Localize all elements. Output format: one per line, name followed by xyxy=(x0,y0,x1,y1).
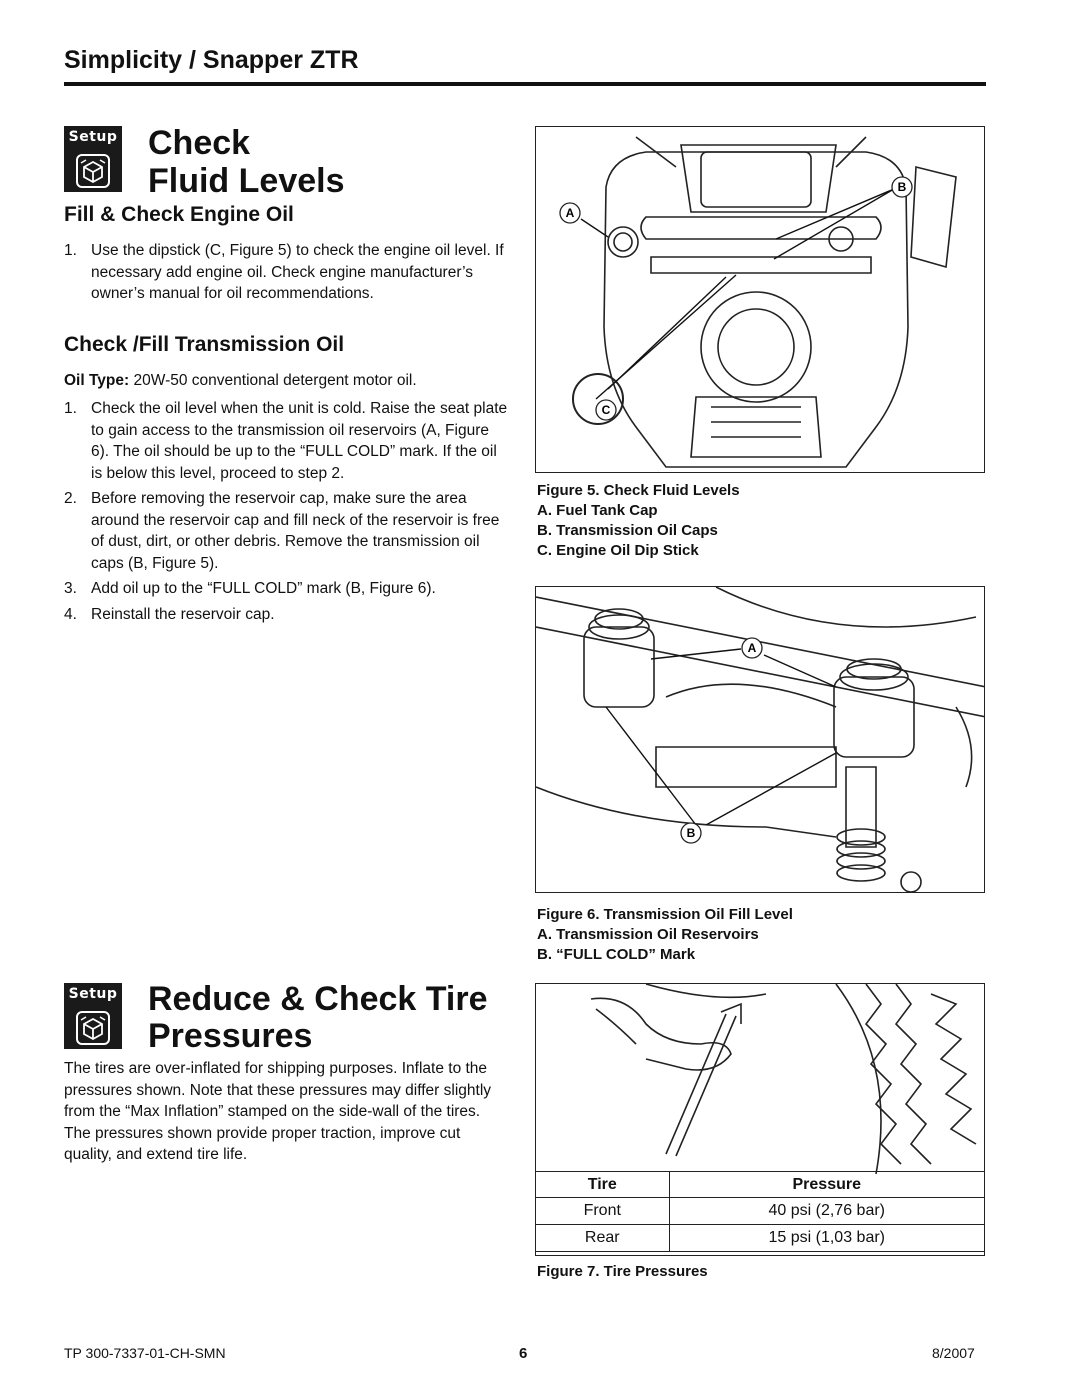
table-row: Rear 15 psi (1,03 bar) xyxy=(536,1224,984,1252)
table-cell: Front xyxy=(536,1197,670,1225)
section-title-pressures: Pressures xyxy=(148,1017,313,1055)
tire-pressure-table: Tire Pressure Front 40 psi (2,76 bar) Re… xyxy=(536,1171,984,1252)
callout-a: A xyxy=(566,206,575,220)
column-header-pressure: Pressure xyxy=(669,1171,984,1198)
callout-a: A xyxy=(748,641,757,655)
table-cell: 15 psi (1,03 bar) xyxy=(669,1224,984,1252)
setup-badge-label: Setup xyxy=(68,129,118,145)
setup-badge-label: Setup xyxy=(68,986,118,1002)
table-row: Front 40 psi (2,76 bar) xyxy=(536,1197,984,1225)
transmission-reservoirs-drawing: A B xyxy=(536,587,984,892)
figure-7-illustration: Tire Pressure Front 40 psi (2,76 bar) Re… xyxy=(535,983,985,1256)
figure-5-illustration: A B C xyxy=(535,126,985,473)
section-title-reduce-check-tire: Reduce & Check Tire xyxy=(148,980,488,1018)
figure-6-caption: Figure 6. Transmission Oil Fill Level A.… xyxy=(537,905,793,965)
section-title-fluid-levels: Fluid Levels xyxy=(148,162,345,200)
table-cell: Rear xyxy=(536,1224,670,1252)
list-item: 1.Use the dipstick (C, Figure 5) to chec… xyxy=(64,242,504,302)
section-title-check: Check xyxy=(148,124,251,162)
caption-item: A. Fuel Tank Cap xyxy=(537,502,658,519)
list-item: 1.Check the oil level when the unit is c… xyxy=(64,400,508,482)
footer-page-number: 6 xyxy=(519,1345,528,1362)
heading-transmission-oil: Check /Fill Transmission Oil xyxy=(64,333,345,356)
header-rule xyxy=(64,82,986,86)
heading-engine-oil: Fill & Check Engine Oil xyxy=(64,203,294,226)
caption-item: A. Transmission Oil Reservoirs xyxy=(537,926,759,943)
setup-badge: Setup xyxy=(64,126,122,192)
callout-c: C xyxy=(602,403,611,417)
oil-type-line: Oil Type: 20W-50 conventional detergent … xyxy=(64,372,417,389)
caption-title: Figure 6. Transmission Oil Fill Level xyxy=(537,906,793,923)
callout-b: B xyxy=(687,826,696,840)
box-icon xyxy=(76,154,110,188)
setup-badge: Setup xyxy=(64,983,122,1049)
tire-body-text: The tires are over-inflated for shipping… xyxy=(64,1060,492,1163)
figure-6-illustration: A B xyxy=(535,586,985,893)
box-icon xyxy=(76,1011,110,1045)
caption-item: B. Transmission Oil Caps xyxy=(537,522,718,539)
transmission-oil-steps: 1.Check the oil level when the unit is c… xyxy=(64,398,510,629)
figure-7-caption: Figure 7. Tire Pressures xyxy=(537,1263,708,1280)
table-cell: 40 psi (2,76 bar) xyxy=(669,1197,984,1225)
footer-date: 8/2007 xyxy=(932,1345,975,1361)
list-item: 3.Add oil up to the “FULL COLD” mark (B,… xyxy=(64,580,436,597)
caption-item: B. “FULL COLD” Mark xyxy=(537,946,696,963)
list-item: 4.Reinstall the reservoir cap. xyxy=(64,605,275,623)
table-header-row: Tire Pressure xyxy=(536,1171,984,1198)
caption-title: Figure 5. Check Fluid Levels xyxy=(537,482,740,499)
tire-gauge-drawing xyxy=(590,984,977,1175)
engine-oil-steps: 1.Use the dipstick (C, Figure 5) to chec… xyxy=(64,240,510,309)
figure-5-caption: Figure 5. Check Fluid Levels A. Fuel Tan… xyxy=(537,481,740,561)
callout-b: B xyxy=(898,180,907,194)
caption-item: C. Engine Oil Dip Stick xyxy=(537,542,699,559)
column-header-tire: Tire xyxy=(536,1171,670,1198)
document-header-title: Simplicity / Snapper ZTR xyxy=(64,46,359,74)
mower-top-view-drawing: A B C xyxy=(559,136,957,468)
list-item: 2.Before removing the reservoir cap, mak… xyxy=(64,490,500,572)
footer-doc-number: TP 300-7337-01-CH-SMN xyxy=(64,1345,226,1361)
